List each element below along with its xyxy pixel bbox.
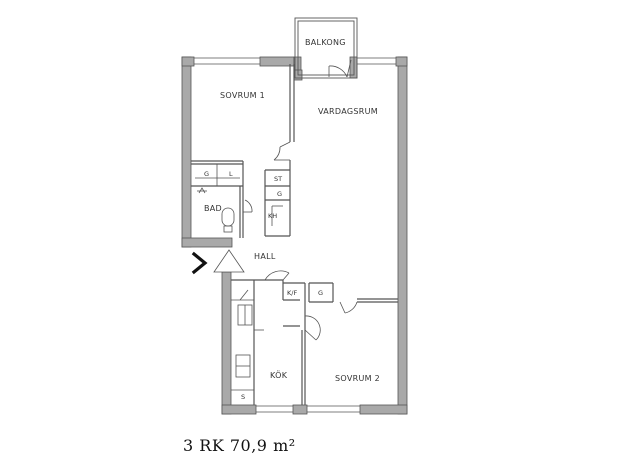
fixture-label-kh: KH: [268, 212, 277, 220]
fixture-label-l-bath: L: [229, 170, 233, 178]
kitchen-fixtures: [231, 205, 283, 391]
room-label-bad: BAD: [204, 204, 222, 213]
windows: [194, 57, 396, 413]
fixture-label-g-kitchen: G: [318, 289, 323, 297]
fixture-label-st: ST: [274, 175, 282, 183]
room-label-sovrum1: SOVRUM 1: [220, 91, 265, 100]
fixture-label-kf: K/F: [287, 289, 297, 297]
room-label-vardagsrum: VARDAGSRUM: [318, 107, 378, 116]
room-label-balkong: BALKONG: [305, 38, 346, 47]
fixture-label-s-kitchen: S: [241, 393, 245, 401]
room-label-sovrum2: SOVRUM 2: [335, 374, 380, 383]
interior-walls: [191, 64, 398, 405]
room-label-kok: KÖK: [270, 370, 288, 380]
balcony-door: [328, 59, 352, 78]
fixture-label-g-bath: G: [204, 170, 209, 178]
bath-fixtures: [195, 164, 240, 233]
chevron-right-icon: [191, 251, 208, 275]
fixture-label-g-hall: G: [277, 190, 282, 198]
apartment-summary: 3 RK 70,9 m²: [183, 436, 296, 455]
balcony: [294, 17, 358, 79]
doors: [213, 141, 358, 341]
room-label-hall: HALL: [254, 252, 276, 261]
